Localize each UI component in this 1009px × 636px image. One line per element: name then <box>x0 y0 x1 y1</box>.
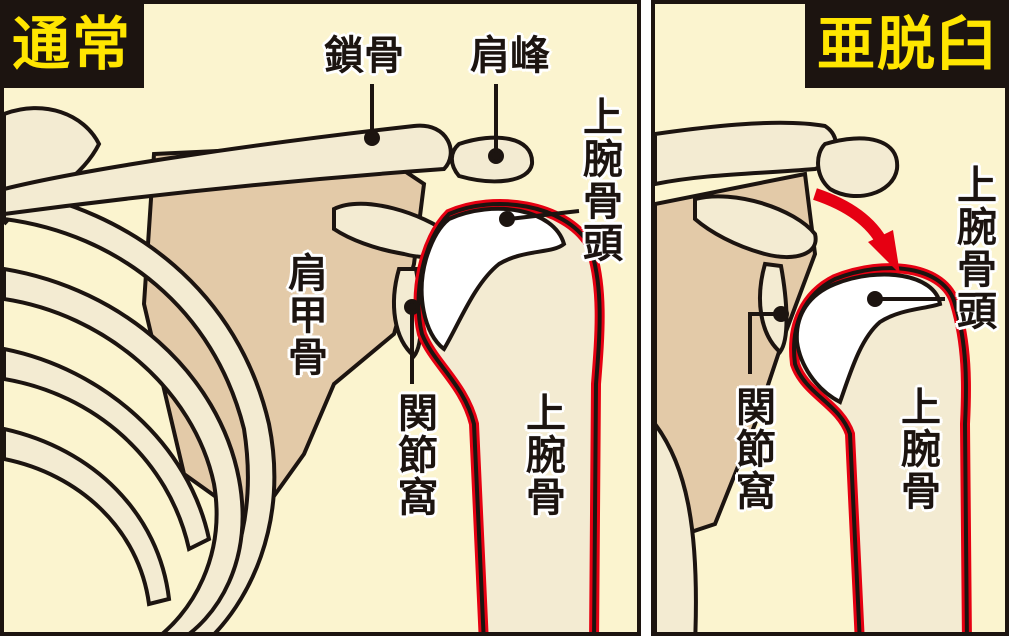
normal-panel: 通常 鎖骨 肩峰 上腕骨頭 肩甲骨 関節窩 上腕骨 <box>0 0 641 636</box>
coracoid-shape <box>693 194 818 260</box>
humerus-label: 上腕骨 <box>894 386 940 512</box>
normal-title: 通常 <box>4 4 145 88</box>
glenoid-shape <box>758 261 789 355</box>
normal-shoulder-illustration <box>4 84 605 632</box>
acromion-label: 肩峰 <box>470 33 550 79</box>
clavicle-shape <box>4 123 453 217</box>
rib-fill <box>655 420 698 632</box>
subluxation-panel: 亜脱臼 上腕骨頭 関節窩 上腕骨 <box>651 0 1009 636</box>
glenoid-label: 関節窩 <box>729 386 775 512</box>
humeral-head-label: 上腕骨頭 <box>950 164 996 332</box>
scapula-label: 肩甲骨 <box>281 252 327 378</box>
acromion-shape <box>816 136 900 199</box>
clavicle-shape <box>655 120 838 187</box>
humeral-head-label: 上腕骨頭 <box>576 96 622 264</box>
leader-lines <box>364 84 580 384</box>
humerus-label: 上腕骨 <box>519 392 565 518</box>
humeral-head-shape <box>794 272 943 405</box>
subluxation-title: 亜脱臼 <box>804 4 1005 88</box>
red-arrow-icon <box>813 188 900 274</box>
subluxation-shoulder-illustration <box>655 120 972 632</box>
rib-fill <box>4 106 277 632</box>
leader-lines <box>748 291 945 374</box>
humeral-head-shape <box>419 206 567 352</box>
glenoid-label: 関節窩 <box>391 392 437 518</box>
clavicle-label: 鎖骨 <box>324 33 404 79</box>
